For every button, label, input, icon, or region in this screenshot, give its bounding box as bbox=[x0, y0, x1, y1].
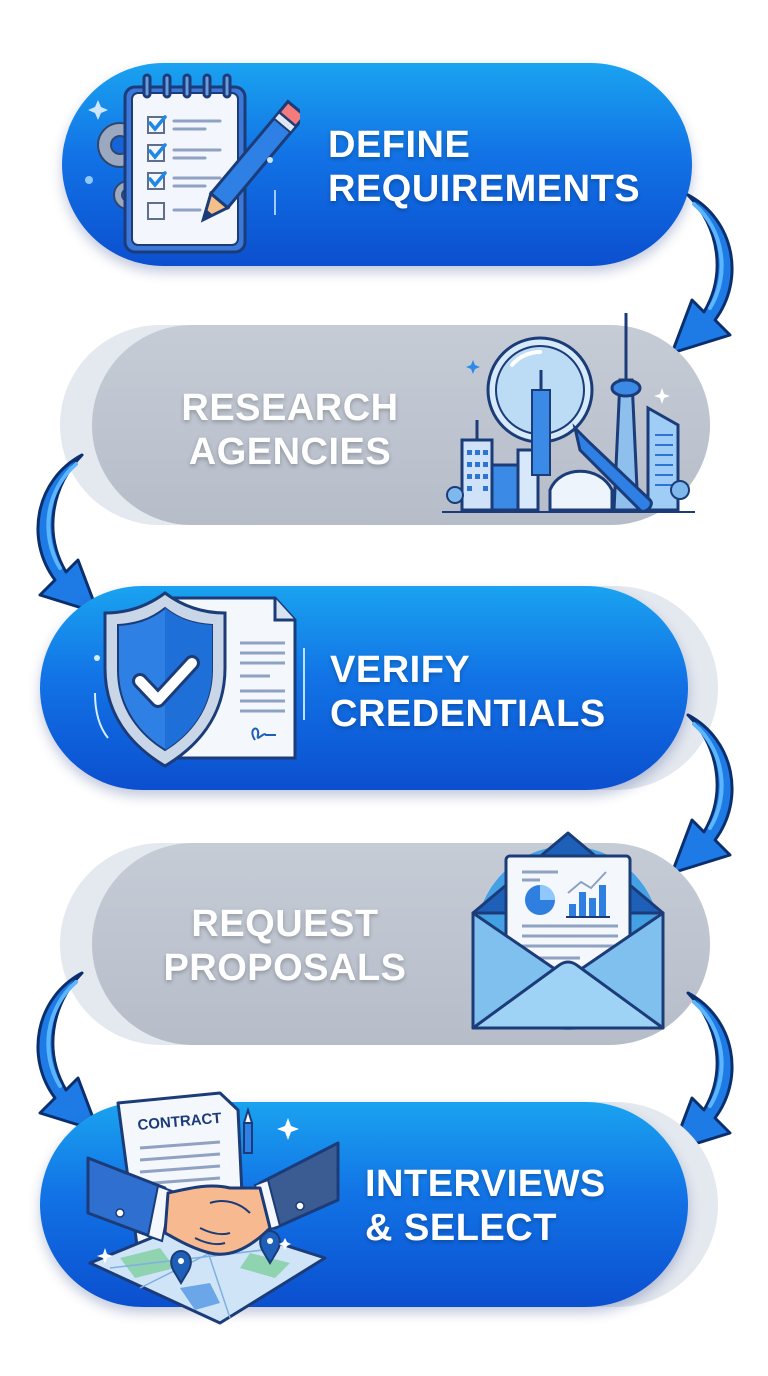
step-5-label: INTERVIEWS & SELECT bbox=[365, 1162, 606, 1250]
divider bbox=[303, 648, 305, 720]
step-1-line-1: DEFINE bbox=[328, 124, 471, 166]
step-5-line-2: & SELECT bbox=[365, 1207, 557, 1249]
arrow-down-right-1-icon bbox=[670, 193, 734, 355]
arrow-down-left-4-icon bbox=[36, 971, 100, 1133]
step-2-line-1: RESEARCH bbox=[181, 387, 399, 429]
checklist-notepad-pencil-icon bbox=[85, 73, 300, 254]
shield-check-document-icon bbox=[94, 591, 297, 768]
magnifier-city-skyline-icon bbox=[442, 313, 695, 513]
envelope-report-icon bbox=[471, 831, 665, 1030]
step-4-line-2: PROPOSALS bbox=[163, 947, 407, 989]
step-4-line-1: REQUEST bbox=[191, 903, 379, 945]
step-3-label: VERIFY CREDENTIALS bbox=[330, 648, 606, 736]
step-1-label: DEFINE REQUIREMENTS bbox=[328, 123, 640, 211]
arrow-down-left-2-icon bbox=[36, 453, 100, 615]
step-2-line-2: AGENCIES bbox=[188, 431, 392, 473]
handshake-contract-map-icon: CONTRACT bbox=[86, 1091, 340, 1325]
step-3-line-2: CREDENTIALS bbox=[330, 693, 606, 735]
step-3-line-1: VERIFY bbox=[330, 649, 471, 691]
step-4-label: REQUEST PROPOSALS bbox=[150, 902, 420, 990]
step-1-line-2: REQUIREMENTS bbox=[328, 168, 641, 210]
step-5-line-1: INTERVIEWS bbox=[365, 1163, 606, 1205]
arrow-down-right-4-icon bbox=[670, 991, 734, 1153]
step-2-label: RESEARCH AGENCIES bbox=[160, 386, 420, 474]
arrow-down-right-3-icon bbox=[670, 713, 734, 875]
